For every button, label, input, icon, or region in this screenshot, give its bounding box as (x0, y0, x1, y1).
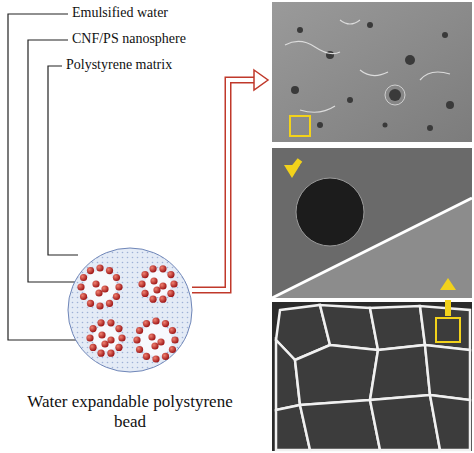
nanosphere (141, 271, 148, 278)
nanosphere (152, 317, 159, 324)
nanosphere (80, 274, 87, 281)
nanosphere (97, 350, 104, 357)
nanosphere (113, 293, 120, 300)
nanosphere (141, 290, 148, 297)
nanosphere (106, 300, 113, 307)
nanosphere (162, 353, 169, 360)
caption-text: Water expandable polystyrene bead (20, 392, 240, 433)
label-text: Emulsified water (72, 5, 168, 22)
nanosphere (153, 286, 160, 293)
nanosphere (115, 344, 122, 351)
nanosphere (169, 346, 176, 353)
sem-image-bottom (272, 300, 472, 451)
nanosphere (170, 280, 177, 287)
water-droplet (140, 324, 172, 356)
nanosphere (143, 353, 150, 360)
nanosphere (115, 325, 122, 332)
nanosphere (87, 267, 94, 274)
nanosphere (133, 336, 140, 343)
nanosphere (115, 283, 122, 290)
nanosphere (159, 265, 166, 272)
nanosphere (96, 264, 103, 271)
nanosphere (107, 319, 114, 326)
nanosphere (162, 320, 169, 327)
nanosphere (171, 336, 178, 343)
nanosphere (106, 267, 113, 274)
nanosphere (167, 290, 174, 297)
nanosphere (95, 289, 102, 296)
nanosphere (113, 274, 120, 281)
water-droplet (93, 325, 119, 351)
nanosphere (107, 336, 114, 343)
nanosphere (169, 327, 176, 334)
nanosphere (101, 285, 108, 292)
water-droplet (84, 271, 116, 303)
nanosphere (80, 293, 87, 300)
label-text: CNF/PS nanosphere (72, 31, 186, 48)
sem-image-middle (272, 148, 472, 298)
nanosphere (150, 277, 157, 284)
nanosphere (118, 334, 125, 341)
nanosphere (148, 333, 155, 340)
nanosphere (98, 331, 105, 338)
nanosphere (87, 300, 94, 307)
nanosphere (107, 350, 114, 357)
bead (68, 248, 192, 372)
nanosphere (149, 296, 156, 303)
nanosphere (159, 282, 166, 289)
nanosphere (136, 327, 143, 334)
nanosphere (77, 283, 84, 290)
nanosphere (89, 325, 96, 332)
nanosphere (97, 319, 104, 326)
nanosphere (152, 355, 159, 362)
nanosphere (143, 320, 150, 327)
sem-image-top (272, 2, 472, 142)
nanosphere (149, 265, 156, 272)
nanosphere (159, 296, 166, 303)
nanosphere (92, 280, 99, 287)
nanosphere (157, 338, 164, 345)
nanosphere (96, 302, 103, 309)
label-text: Polystyrene matrix (66, 57, 172, 74)
red-arrow (192, 70, 268, 290)
nanosphere (101, 340, 108, 347)
nanosphere (86, 334, 93, 341)
nanosphere (151, 342, 158, 349)
nanosphere (136, 346, 143, 353)
nanosphere (89, 344, 96, 351)
nanosphere (167, 271, 174, 278)
nanosphere (138, 280, 145, 287)
water-droplet (145, 271, 171, 297)
